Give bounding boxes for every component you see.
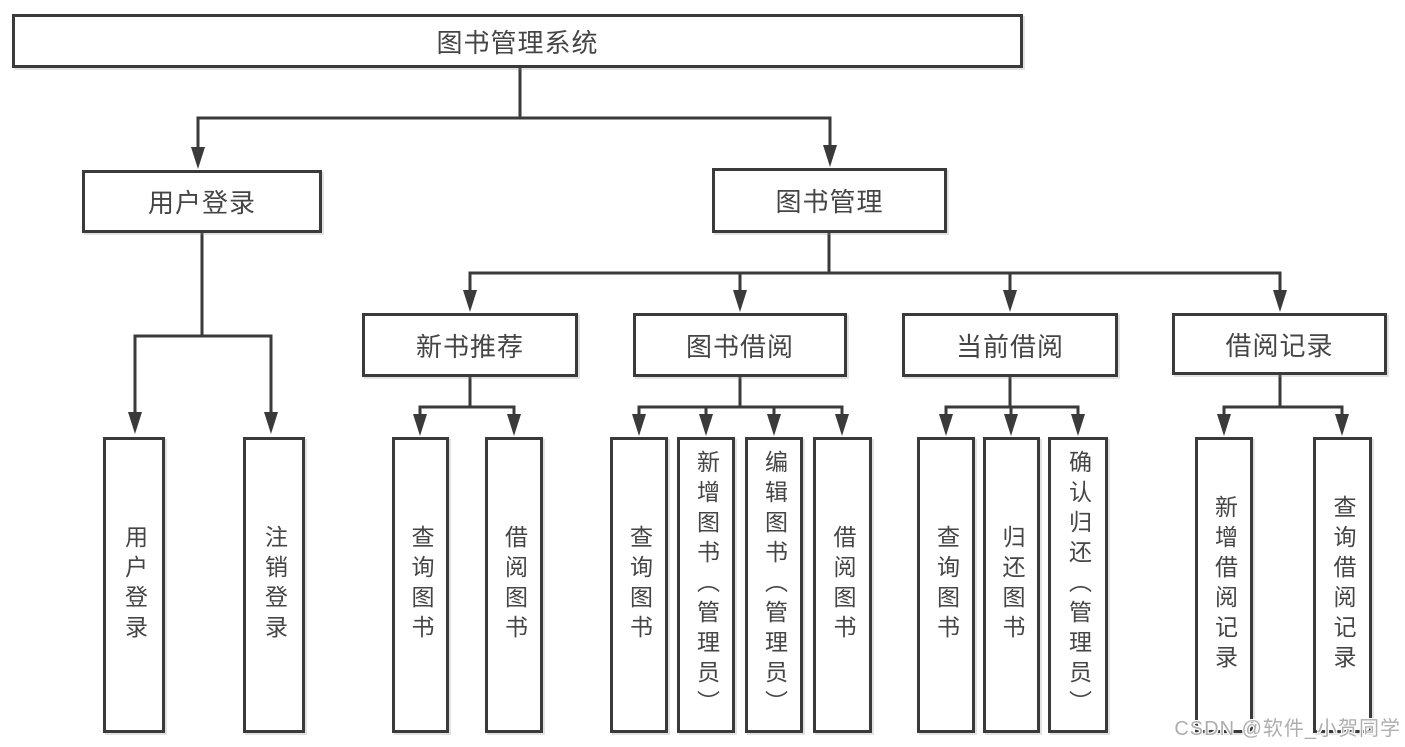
leaf-borrow-book-1: 借阅图书	[485, 437, 543, 733]
leaf-edit-book: 编辑图书（管理员）	[745, 437, 803, 733]
leaf-logout-label: 注销登录	[261, 525, 288, 645]
node-book-borrow: 图书借阅	[633, 313, 847, 377]
csdn-watermark: CSDN @软件_小贺同学	[1174, 718, 1401, 740]
leaf-add-borrow-record: 新增借阅记录	[1195, 437, 1253, 733]
node-book-management: 图书管理	[712, 168, 947, 233]
leaf-query-borrow-record: 查询借阅记录	[1313, 437, 1372, 733]
leaf-query-book-1-label: 查询图书	[408, 525, 434, 645]
leaf-return-book-label: 归还图书	[999, 525, 1025, 645]
leaf-user-login: 用户登录	[103, 437, 165, 733]
connector-paths	[133, 68, 1344, 418]
node-current-borrow: 当前借阅	[902, 313, 1118, 377]
node-user-login: 用户登录	[82, 170, 322, 233]
leaf-borrow-book-2-label: 借阅图书	[830, 525, 856, 645]
leaf-add-book-label: 新增图书（管理员）	[693, 450, 720, 720]
node-borrow-record: 借阅记录	[1172, 313, 1387, 375]
arrowheads	[128, 145, 1349, 436]
leaf-query-book-3-label: 查询图书	[933, 525, 960, 645]
leaf-logout: 注销登录	[243, 437, 305, 733]
node-new-book-recommend: 新书推荐	[362, 313, 578, 377]
leaf-return-book: 归还图书	[983, 437, 1040, 733]
leaf-borrow-book-2: 借阅图书	[813, 437, 872, 733]
leaf-edit-book-label: 编辑图书（管理员）	[761, 450, 788, 720]
leaf-query-book-1: 查询图书	[392, 437, 449, 733]
leaf-query-book-3: 查询图书	[917, 437, 975, 733]
leaf-query-book-2: 查询图书	[610, 437, 668, 733]
leaf-confirm-return-label: 确认归还（管理员）	[1065, 450, 1092, 720]
leaf-query-book-2-label: 查询图书	[626, 525, 653, 645]
leaf-query-borrow-record-label: 查询借阅记录	[1330, 495, 1356, 675]
leaf-confirm-return: 确认归还（管理员）	[1048, 437, 1108, 733]
node-root: 图书管理系统	[12, 14, 1023, 68]
leaf-add-book: 新增图书（管理员）	[677, 437, 735, 733]
leaf-add-borrow-record-label: 新增借阅记录	[1211, 495, 1238, 675]
leaf-user-login-label: 用户登录	[121, 525, 148, 645]
leaf-borrow-book-1-label: 借阅图书	[501, 525, 528, 645]
